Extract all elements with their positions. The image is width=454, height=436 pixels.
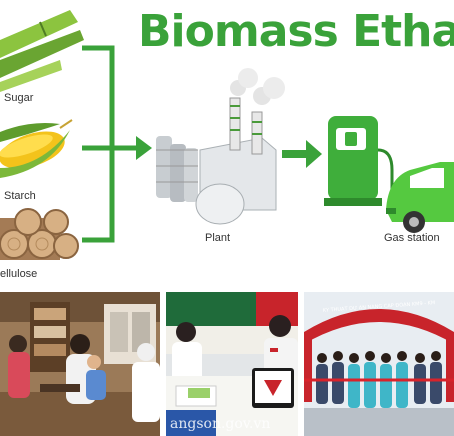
watermark: angson.gov.vn xyxy=(170,416,271,432)
office-meeting-scene xyxy=(166,292,298,436)
plant-label: Plant xyxy=(205,232,231,244)
flow-bracket xyxy=(82,45,152,243)
source-label-sugar: Sugar xyxy=(4,92,34,104)
sugar-cane-icon xyxy=(0,10,84,92)
infographic-graphics xyxy=(0,10,454,260)
source-label-cellulose: ellulose xyxy=(0,268,38,280)
biomass-ethanol-infographic: Biomass Ethanol xyxy=(0,6,454,280)
gas-station-label: Gas station xyxy=(384,232,440,244)
flow-arrow-right xyxy=(282,140,322,168)
source-label-starch: Starch xyxy=(4,190,36,202)
logs-icon xyxy=(0,208,79,260)
photo-health-visit xyxy=(0,292,160,436)
photo-ribbon-cutting: KỸ THUẬT DỰ ÁN NÂNG CẤP ĐOẠN KM9 - KM xyxy=(304,292,454,436)
plant-icon xyxy=(156,68,285,225)
ribbon-cutting-scene xyxy=(304,292,454,436)
health-visit-scene xyxy=(0,292,160,436)
corn-icon xyxy=(0,119,73,178)
gas-pump-icon xyxy=(324,116,394,206)
infographic-title: Biomass Ethanol xyxy=(138,6,454,57)
photo-office-meeting xyxy=(166,292,298,436)
car-icon xyxy=(386,162,454,233)
